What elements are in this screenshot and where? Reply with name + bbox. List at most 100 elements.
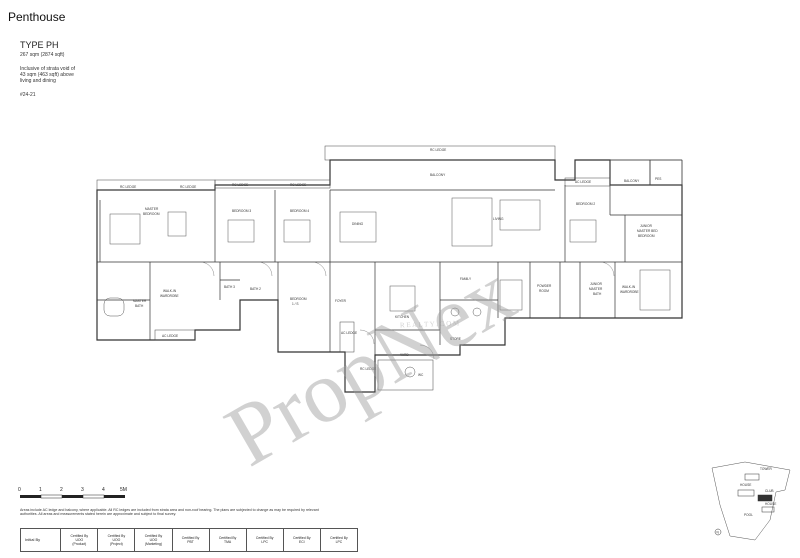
- plan-doors: [199, 261, 615, 360]
- label-ac-ledge-2: AC LEDGE: [341, 331, 357, 335]
- unit-number: #24-21: [20, 92, 36, 98]
- label-living: LIVING: [493, 217, 504, 221]
- yard-fixture-shape: [404, 366, 416, 378]
- label-powder-1: POWDER: [537, 284, 552, 288]
- label-bedroom-2: BEDROOM 2: [576, 202, 595, 206]
- key-plan: TOWER HOUSE CLUB HOUSE POOL N: [711, 461, 791, 541]
- scale-seg-3: [62, 495, 83, 498]
- wardrobe-shape: [639, 269, 671, 311]
- label-wiw-1: WALK-IN: [163, 289, 177, 293]
- label-bedroom-1-1: BEDROOM: [290, 297, 307, 301]
- label-junior-master-3: BEDROOM: [638, 234, 655, 238]
- label-rc-ledge-3: RC LEDGE: [232, 183, 248, 187]
- north-arrow-icon: [714, 528, 722, 536]
- scale-bar: [20, 494, 125, 499]
- label-jm-bath-3: BATH: [593, 292, 602, 296]
- scale-seg-5: [104, 495, 125, 498]
- label-wc: WC: [418, 373, 424, 377]
- bedroom4-bed-shape: [283, 219, 311, 243]
- plan-inner-walls: [96, 159, 683, 355]
- keyplan-label-3: CLUB: [765, 489, 774, 493]
- scale-label-2: 2: [60, 487, 63, 493]
- label-bedroom-1-2: 1 / S: [292, 302, 299, 306]
- label-kitchen: KITCHEN: [395, 315, 410, 319]
- label-pes: PES: [655, 177, 661, 181]
- label-wiw2-2: WARDROBE: [620, 290, 639, 294]
- label-dining: DINING: [352, 222, 364, 226]
- label-junior-master-2: MASTER BED: [637, 229, 658, 233]
- label-powder-2: ROOM: [539, 289, 549, 293]
- label-ac-ledge-1: AC LEDGE: [162, 334, 178, 338]
- label-balcony-small: BALCONY: [624, 179, 640, 183]
- living-table-shape: [499, 199, 541, 231]
- keyplan-label-2: HOUSE: [740, 483, 751, 487]
- scale-label-0: 0: [18, 487, 21, 493]
- label-balcony: BALCONY: [430, 173, 446, 177]
- family-chair-shape: [450, 307, 460, 317]
- label-family: FAMILY: [460, 277, 472, 281]
- watermark-subtext: R E A L T Y . C O M: [400, 319, 460, 329]
- label-wiw2-1: WALK-IN: [622, 285, 636, 289]
- master-bed-shape: [109, 213, 141, 245]
- label-ac-ledge-3: AC LEDGE: [575, 180, 591, 184]
- study-table-shape: [167, 211, 187, 237]
- label-master-bath-1: MASTER: [133, 299, 147, 303]
- disclaimer: Areas include AC ledge and balcony, wher…: [20, 508, 440, 517]
- disclaimer-line-2: authorities. All areas and measurements …: [20, 512, 177, 517]
- unit-type-title: TYPE PH: [20, 40, 59, 50]
- label-yard: YARD: [400, 353, 409, 357]
- bathtub-shape: [103, 297, 125, 317]
- room-labels: MASTER BEDROOM BEDROOM 3 BEDROOM 4 DININ…: [120, 148, 661, 377]
- dining-table-shape: [339, 211, 377, 243]
- bedroom3-bed-shape: [227, 219, 255, 243]
- label-rc-ledge-5: RC LEDGE: [430, 148, 446, 152]
- unit-area: 267 sqm (2874 sqft): [20, 52, 65, 58]
- label-wiw-2: WARDROBE: [160, 294, 179, 298]
- keyplan-label-1: TOWER: [760, 467, 773, 471]
- label-master-bath-2: BATH: [135, 304, 144, 308]
- powder-fixture-shape: [499, 279, 523, 311]
- label-bedroom-4: BEDROOM 4: [290, 209, 309, 213]
- label-rc-ledge-2: RC LEDGE: [180, 185, 196, 189]
- living-sofa-shape: [451, 197, 493, 247]
- scale-seg-1: [20, 495, 41, 498]
- label-rc-ledge-6: RC LEDGE: [360, 367, 376, 371]
- label-bedroom-3: BEDROOM 3: [232, 209, 251, 213]
- kitchen-island-shape: [389, 285, 416, 312]
- label-jm-bath-1: JUNIOR: [590, 282, 603, 286]
- strata-note-line-1: Inclusive of strata void of: [20, 66, 76, 72]
- bedroom2-bed-shape: [569, 219, 597, 243]
- scale-label-5: 5M: [120, 487, 127, 493]
- cert-initial-label: Initial By: [19, 528, 62, 552]
- label-rc-ledge-4: RC LEDGE: [290, 183, 306, 187]
- keyplan-label-4: HOUSE: [765, 502, 776, 506]
- scale-label-4: 4: [102, 487, 105, 493]
- disclaimer-line-1: Areas include AC ledge and balcony, wher…: [20, 508, 319, 512]
- label-bath-3: BATH 3: [224, 285, 235, 289]
- scale-label-3: 3: [81, 487, 84, 493]
- strata-note-line-3: living and dining: [20, 78, 56, 84]
- label-master-bedroom-1: MASTER: [145, 207, 159, 211]
- label-jm-bath-2: MASTER: [589, 287, 603, 291]
- label-bath-2: BATH 2: [250, 287, 261, 291]
- keyplan-label-5: POOL: [744, 513, 753, 517]
- strata-note-line-2: 43 sqm (463 sqft) above: [20, 72, 74, 78]
- label-store: STORE: [450, 337, 461, 341]
- label-rc-ledge-1: RC LEDGE: [120, 185, 136, 189]
- plan-ledges: [96, 145, 683, 391]
- plan-furniture: [103, 197, 671, 378]
- family-chair-shape-2: [472, 307, 482, 317]
- label-master-bedroom-2: BEDROOM: [143, 212, 160, 216]
- scale-label-1: 1: [39, 487, 42, 493]
- label-foyer: FOYER: [335, 299, 347, 303]
